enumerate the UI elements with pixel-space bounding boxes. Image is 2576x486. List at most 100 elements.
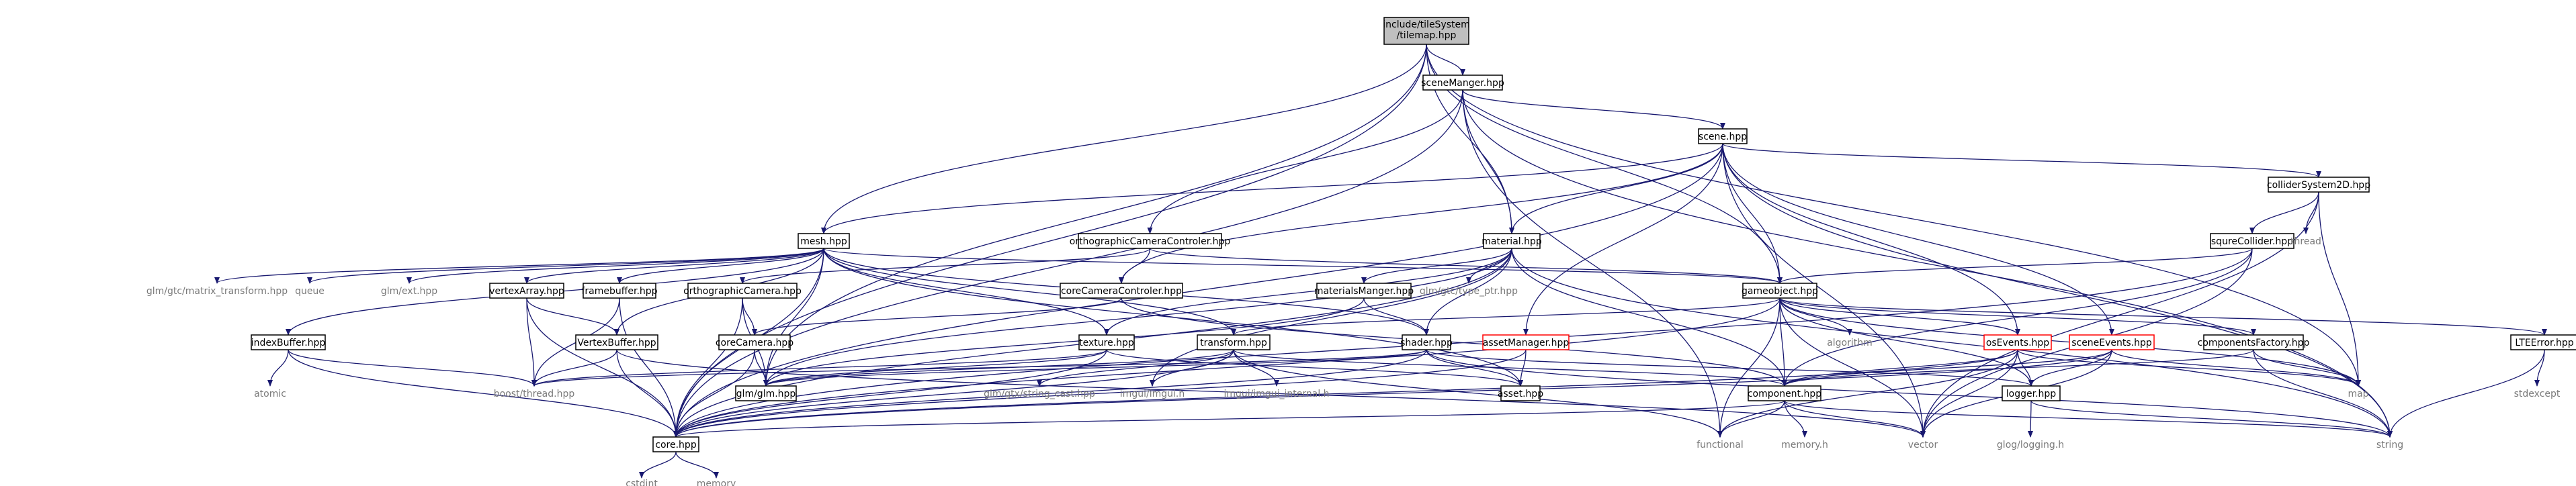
node-indexBuffer[interactable]: indexBuffer.hpp	[251, 334, 326, 350]
node-label: boost/thread.hpp	[494, 389, 575, 399]
node-glmStringCast: glm/gtx/string_cast.hpp	[984, 389, 1095, 399]
node-LTEError[interactable]: LTEError.hpp	[2510, 334, 2576, 350]
edge-gameobject-to-core	[673, 297, 1780, 438]
node-sceneEvents[interactable]: sceneEvents.hpp	[2069, 334, 2155, 350]
edge-gameobject-to-transform	[1231, 297, 1780, 336]
edge-osEvents-to-core	[673, 349, 2018, 438]
node-logger[interactable]: logger.hpp	[2002, 385, 2061, 401]
node-framebuffer[interactable]: framebuffer.hpp	[581, 283, 658, 299]
node-mesh[interactable]: mesh.hpp	[798, 233, 850, 249]
node-label: squreCollider.hpp	[2211, 236, 2293, 247]
node-imgui: imgui/imgui.h	[1120, 389, 1185, 399]
node-algorithm: algorithm	[1827, 338, 1873, 348]
node-materialsManager[interactable]: materialsManger.hpp	[1314, 283, 1414, 299]
node-sceneManager[interactable]: sceneManger.hpp	[1421, 75, 1504, 91]
edge-texture-to-boostThread	[531, 349, 1107, 387]
edge-colliderSystem2D-to-squreCollider	[2249, 191, 2319, 234]
node-coreCamCtrl[interactable]: coreCameraControler.hpp	[1060, 283, 1183, 299]
node-boostThread: boost/thread.hpp	[494, 389, 575, 399]
edge-transform-to-imguiInternal	[1233, 349, 1279, 387]
edge-component-to-core	[673, 400, 1785, 438]
edge-sceneEvents-to-logger	[2028, 349, 2112, 387]
node-glmMatrixTransform: glm/gtc/matrix_transform.hpp	[146, 286, 288, 297]
node-assetManager[interactable]: assetManager.hpp	[1482, 334, 1570, 350]
edge-material-to-materialsManager	[1361, 248, 1512, 284]
edge-assetManager-to-asset	[1518, 349, 1527, 387]
edge-component-to-vector	[1784, 400, 1926, 438]
node-box	[1383, 17, 1469, 45]
edge-scene-to-coreCamCtrl	[1119, 143, 1723, 284]
node-vertexBuffer[interactable]: VertexBuffer.hpp	[575, 334, 658, 350]
node-tilemap[interactable]: include/tileSystem/tilemap.hpp	[1383, 17, 1470, 45]
edge-shader-to-core	[673, 349, 1427, 438]
node-label: glm/gtc/matrix_transform.hpp	[146, 286, 288, 297]
node-map: map	[2348, 389, 2368, 399]
node-label: vertexArray.hpp	[489, 286, 564, 297]
node-scene[interactable]: scene.hpp	[1698, 128, 1748, 144]
edge-componentsFactory-to-map	[2253, 349, 2361, 387]
edge-sceneManager-to-functional	[1462, 89, 1723, 438]
edge-indexBuffer-to-boostThread	[288, 349, 537, 387]
node-label: cstdint	[626, 479, 658, 486]
node-label: coreCamera.hpp	[716, 338, 793, 348]
node-label: glm/glm.hpp	[736, 389, 796, 399]
node-box	[489, 283, 564, 299]
node-label: indexBuffer.hpp	[251, 338, 326, 348]
node-box	[2510, 334, 2576, 350]
edge-scene-to-core	[673, 143, 1723, 438]
node-colliderSystem2D[interactable]: colliderSystem2D.hpp	[2267, 177, 2370, 193]
node-glm[interactable]: glm/glm.hpp	[735, 385, 797, 401]
edge-assetManager-to-core	[673, 349, 1527, 438]
edge-scene-to-colliderSystem2D	[1722, 143, 2321, 178]
node-glmExt: glm/ext.hpp	[381, 286, 437, 297]
edge-orthoCamCtrl-to-gameobject	[1149, 248, 1783, 284]
node-shader[interactable]: shader.hpp	[1400, 334, 1453, 350]
edge-transform-to-core	[673, 349, 1234, 438]
edge-orthoCamCtrl-to-coreCamCtrl	[1119, 248, 1151, 284]
edge-colliderSystem2D-to-vector	[1920, 191, 2319, 438]
node-label: component.hpp	[1748, 389, 1821, 399]
node-box	[2268, 177, 2370, 193]
node-label: material.hpp	[1482, 236, 1542, 247]
edge-texture-to-glm	[763, 349, 1107, 387]
node-box	[2002, 385, 2061, 401]
edge-shader-to-string	[1426, 349, 2393, 438]
node-texture[interactable]: texture.hpp	[1078, 334, 1135, 350]
edge-scene-to-gameobject	[1722, 143, 1783, 284]
node-string: string	[2376, 440, 2403, 450]
node-label: glm/gtc/type_ptr.hpp	[1420, 286, 1518, 297]
node-label: scene.hpp	[1699, 132, 1747, 142]
edge-mesh-to-framebuffer	[617, 248, 824, 284]
node-label: asset.hpp	[1498, 389, 1543, 399]
node-component[interactable]: component.hpp	[1748, 385, 1821, 401]
edge-tilemap-to-map	[1426, 44, 2361, 387]
node-functional: functional	[1697, 440, 1744, 450]
node-asset[interactable]: asset.hpp	[1498, 385, 1543, 401]
node-box	[2203, 334, 2304, 350]
node-componentsFactory[interactable]: componentsFactory.hpp	[2198, 334, 2310, 350]
node-orthoCamCtrl[interactable]: orthographicCameraControler.hpp	[1070, 233, 1231, 249]
node-box	[718, 334, 791, 350]
node-material[interactable]: material.hpp	[1482, 233, 1542, 249]
node-transform[interactable]: transform.hpp	[1197, 334, 1271, 350]
node-squreCollider[interactable]: squreCollider.hpp	[2210, 233, 2294, 249]
edge-sceneManager-to-string	[1462, 89, 2393, 438]
node-label: thread	[2290, 236, 2321, 247]
edge-indexBuffer-to-atomic	[267, 349, 289, 387]
edge-osEvents-to-functional	[1717, 349, 2018, 438]
node-box	[2210, 233, 2294, 249]
edge-coreCamCtrl-to-coreCamera	[752, 297, 1122, 336]
node-core[interactable]: core.hpp	[652, 436, 699, 452]
node-osEvents[interactable]: osEvents.hpp	[1983, 334, 2052, 350]
node-orthoCamera[interactable]: orthographicCamera.hpp	[683, 283, 802, 299]
edge-material-to-texture	[1104, 248, 1512, 336]
node-vertexArray[interactable]: vertexArray.hpp	[489, 283, 564, 299]
edge-squreCollider-to-gameobject	[1777, 248, 2253, 284]
edge-gameobject-to-component	[1779, 297, 1787, 387]
node-gameobject[interactable]: gameobject.hpp	[1742, 283, 1818, 299]
node-label: gameobject.hpp	[1742, 286, 1818, 297]
node-label: componentsFactory.hpp	[2198, 338, 2310, 348]
node-box	[1983, 334, 2052, 350]
node-label: LTEError.hpp	[2515, 338, 2573, 348]
node-coreCamera[interactable]: coreCamera.hpp	[716, 334, 793, 350]
